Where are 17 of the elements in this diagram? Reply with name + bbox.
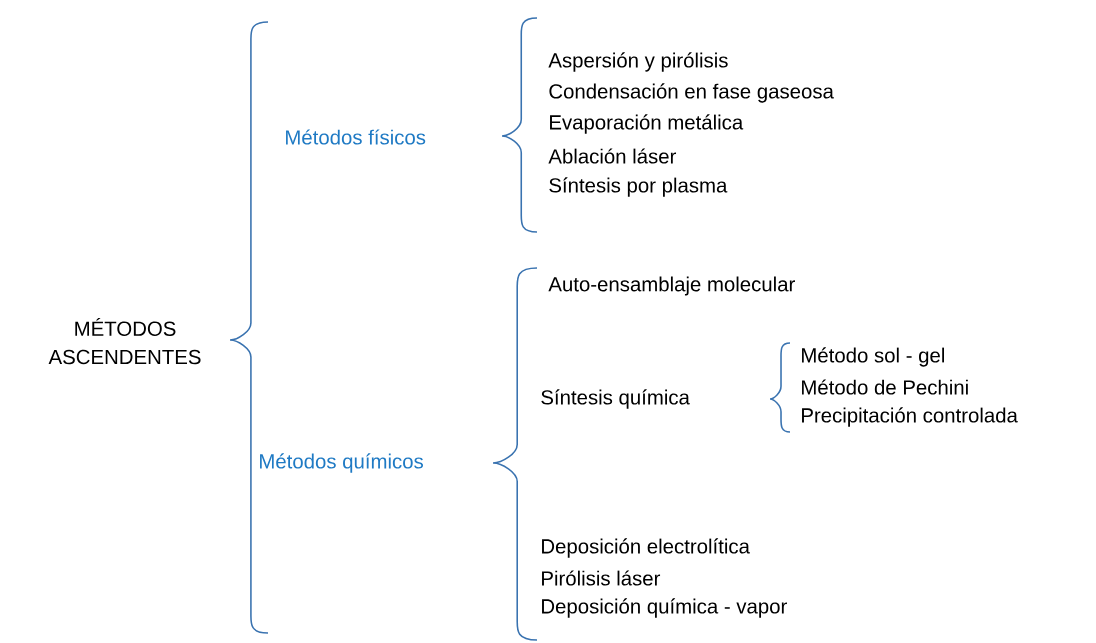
method-label: Síntesis química <box>541 389 690 409</box>
method-label: Método sol - gel <box>802 347 944 367</box>
method-label: Evaporación metálica <box>550 114 744 134</box>
category-label: Métodos químicos <box>260 453 423 473</box>
method-label: Precipitación controlada <box>802 407 1018 427</box>
title-text: ASCENDENTES <box>48 349 201 365</box>
category-label: Métodos físicos <box>286 129 426 145</box>
method-label: Deposición química - vapor <box>542 598 787 618</box>
title-text: MÉTODOS <box>75 318 176 336</box>
method-label: Deposición electrolítica <box>542 538 750 558</box>
method-label: Aspersión y pirólisis <box>548 52 728 72</box>
method-label: Pirólisis láser <box>542 570 661 586</box>
method-label: Método de Pechini <box>802 379 968 395</box>
method-label: Condensación en fase gaseosa <box>549 83 834 103</box>
method-label: Síntesis por plasma <box>549 177 728 197</box>
method-label: Auto-ensamblaje molecular <box>548 276 795 296</box>
method-label: Ablación láser <box>548 148 676 164</box>
